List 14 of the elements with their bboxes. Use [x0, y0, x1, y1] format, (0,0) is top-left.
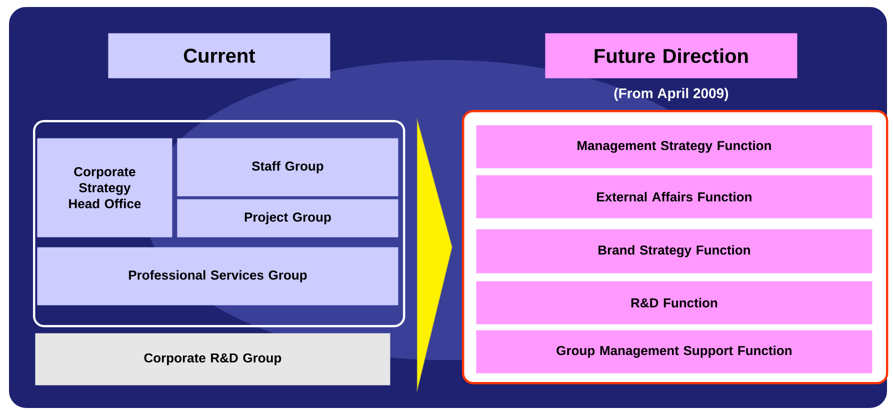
- function-box: Management Strategy Function: [476, 125, 872, 168]
- heading-box: Current: [108, 33, 330, 78]
- function-box: Brand Strategy Function: [476, 229, 872, 274]
- org-box: Project Group: [177, 199, 398, 238]
- org-box: Staff Group: [177, 138, 398, 196]
- function-box: External Affairs Function: [476, 175, 872, 218]
- function-box: Group Management Support Function: [476, 330, 872, 374]
- group-frame: [33, 120, 406, 328]
- org-box: Professional Services Group: [37, 247, 398, 306]
- heading-box: Future Direction: [545, 33, 798, 78]
- function-box: R&D Function: [476, 281, 872, 324]
- org-box: Corporate Strategy Head Office: [37, 138, 172, 238]
- date-note: (From April 2009): [614, 88, 728, 101]
- org-box: Corporate R&D Group: [35, 333, 390, 386]
